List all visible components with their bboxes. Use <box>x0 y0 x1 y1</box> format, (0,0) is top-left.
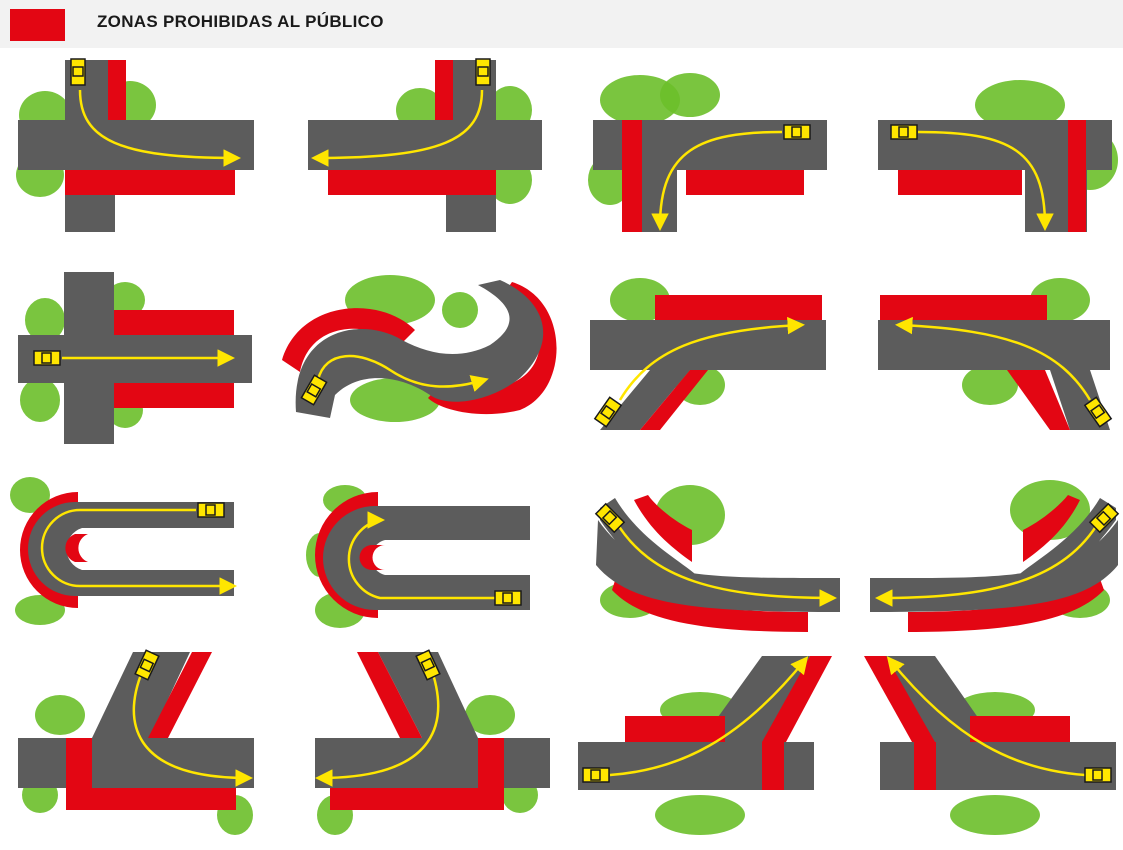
forbidden-zone <box>65 60 235 195</box>
forbidden-zone <box>359 545 385 570</box>
rally-car-icon <box>494 590 522 606</box>
diagram-board <box>10 58 1120 835</box>
forbidden-zone <box>65 534 88 562</box>
rally-car-icon <box>415 649 441 681</box>
trajectory-arrow <box>347 514 495 600</box>
trajectory-arrow <box>132 664 253 787</box>
vegetation <box>10 477 65 625</box>
diagram-r4c2 <box>315 649 550 835</box>
trajectory-arrow <box>40 508 237 595</box>
forbidden-zone <box>898 120 1086 232</box>
diagram-r1c2 <box>308 58 542 232</box>
forbidden-zone <box>880 295 1070 430</box>
road <box>870 498 1118 612</box>
rally-car-icon <box>197 502 225 518</box>
forbidden-zone <box>864 656 1070 790</box>
forbidden-zone <box>66 652 236 810</box>
rally-car-icon <box>593 396 623 428</box>
forbidden-zone <box>114 310 234 408</box>
forbidden-zone <box>282 308 415 372</box>
trajectory-arrow <box>316 354 489 392</box>
rally-car-icon <box>890 124 918 140</box>
rally-car-icon <box>70 58 86 86</box>
trajectory-arrow <box>315 664 440 787</box>
legend-label: ZONAS PROHIBIDAS AL PÚBLICO <box>97 12 384 31</box>
road <box>308 60 542 232</box>
road <box>596 498 840 612</box>
trajectory-arrow <box>613 519 837 607</box>
road <box>28 502 234 596</box>
trajectory-arrow <box>609 656 809 777</box>
road <box>590 320 826 430</box>
road <box>315 652 550 788</box>
trajectory-arrow <box>875 519 1102 607</box>
rally-car-icon <box>134 649 160 681</box>
trajectory-arrow <box>886 656 1086 777</box>
trajectory-arrow <box>78 89 241 167</box>
diagram-r1c1 <box>16 58 254 232</box>
rally-car-icon <box>783 124 811 140</box>
legend: ZONAS PROHIBIDAS AL PÚBLICO <box>0 0 1123 48</box>
diagram-r4c1 <box>18 649 254 835</box>
diagram-r3c2 <box>306 485 530 628</box>
road <box>18 652 254 788</box>
rally-car-icon <box>582 767 610 783</box>
forbidden-zone <box>640 295 822 430</box>
diagram-r3c4 <box>870 480 1120 632</box>
trajectory-arrow <box>895 316 1092 401</box>
road <box>323 506 530 610</box>
rally-car-icon <box>1083 396 1113 428</box>
diagram-r2c2 <box>282 275 557 422</box>
trajectory-arrow <box>311 89 484 167</box>
forbidden-zone <box>622 120 804 232</box>
diagram-r1c3 <box>588 73 827 232</box>
forbidden-zone <box>634 495 692 562</box>
trajectory-arrow <box>618 316 805 401</box>
rally-car-icon <box>1088 502 1120 534</box>
forbidden-zone <box>328 60 496 195</box>
forbidden-zone <box>625 656 832 790</box>
trajectory-arrow <box>917 130 1054 231</box>
trajectory-arrow <box>651 130 783 231</box>
road <box>18 60 254 232</box>
diagram-r2c4 <box>878 278 1113 430</box>
forbidden-zone <box>428 282 557 415</box>
rally-car-icon <box>475 58 491 86</box>
forbidden-zone <box>330 652 504 810</box>
diagram-r4c4 <box>864 656 1116 835</box>
diagram-r4c3 <box>578 656 832 835</box>
diagram-r2c1 <box>18 272 252 444</box>
rally-car-icon <box>594 502 626 534</box>
diagram-r3c1 <box>10 477 237 625</box>
rally-car-icon <box>33 350 61 366</box>
diagram-r3c3 <box>594 485 840 632</box>
diagram-r1c4 <box>878 80 1118 232</box>
forbidden-zone <box>1023 495 1080 562</box>
forbidden-zone <box>908 565 1104 632</box>
legend-swatch <box>10 9 65 41</box>
diagram-r2c3 <box>590 278 826 430</box>
forbidden-zone <box>612 565 808 632</box>
rally-car-icon <box>1084 767 1112 783</box>
vegetation <box>588 73 720 205</box>
rally-car-icon <box>300 374 328 406</box>
